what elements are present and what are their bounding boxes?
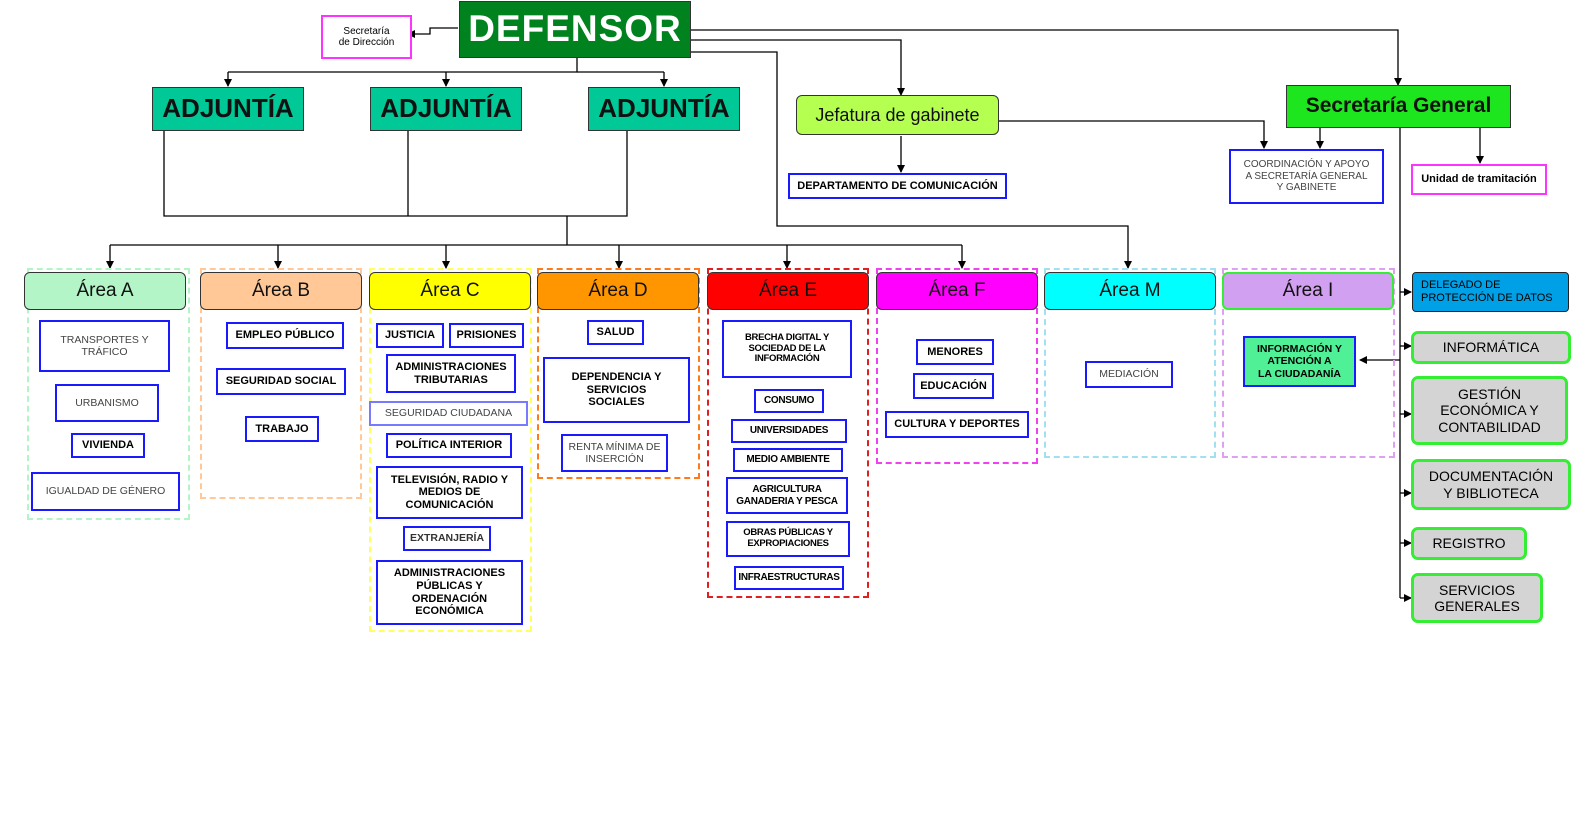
unit-documentacion-biblioteca: DOCUMENTACIÓN Y BIBLIOTECA [1411, 459, 1571, 510]
area-e-header: Área E [707, 272, 869, 310]
unit-seguridad-ciudadana: SEGURIDAD CIUDADANA [369, 401, 528, 426]
area-f-header: Área F [876, 272, 1038, 310]
unit-mediacion: MEDIACIÓN [1085, 361, 1173, 388]
unit-obras-publicas: OBRAS PÚBLICAS Y EXPROPIACIONES [726, 521, 850, 557]
unit-medio-ambiente: MEDIO AMBIENTE [733, 448, 843, 472]
unit-menores: MENORES [916, 339, 994, 365]
coordinacion-apoyo-box: COORDINACIÓN Y APOYO A SECRETARÍA GENERA… [1229, 149, 1384, 204]
unit-igualdad-genero: IGUALDAD DE GÉNERO [31, 472, 180, 511]
area-a-header: Área A [24, 272, 186, 310]
area-d-header: Área D [537, 272, 699, 310]
unit-vivienda: VIVIENDA [71, 433, 145, 458]
unit-prisiones: PRISIONES [449, 323, 524, 348]
unit-universidades: UNIVERSIDADES [731, 419, 847, 443]
unit-renta-minima: RENTA MÍNIMA DE INSERCIÓN [561, 434, 668, 472]
unit-infraestructuras: INFRAESTRUCTURAS [734, 566, 844, 590]
unit-empleo-publico: EMPLEO PÚBLICO [226, 322, 344, 349]
unit-gestion-economica: GESTIÓN ECONÓMICA Y CONTABILIDAD [1411, 376, 1568, 445]
area-c-zone [369, 268, 532, 632]
area-i-zone [1222, 268, 1395, 458]
adjuntia-1: ADJUNTÍA [152, 87, 304, 131]
adjuntia-3: ADJUNTÍA [588, 87, 740, 131]
area-e-zone [707, 268, 869, 598]
unit-television-radio: TELEVISIÓN, RADIO Y MEDIOS DE COMUNICACI… [376, 466, 523, 519]
adjuntia-2: ADJUNTÍA [370, 87, 522, 131]
unit-politica-interior: POLÍTICA INTERIOR [386, 433, 512, 458]
secretaria-general-box: Secretaría General [1286, 85, 1511, 128]
unit-seguridad-social: SEGURIDAD SOCIAL [216, 368, 346, 395]
unit-administraciones-tributarias: ADMINISTRACIONES TRIBUTARIAS [386, 354, 516, 393]
area-b-zone [200, 268, 362, 499]
area-m-zone [1044, 268, 1216, 458]
unit-cultura-deportes: CULTURA Y DEPORTES [885, 411, 1029, 438]
unit-justicia: JUSTICIA [376, 323, 444, 348]
area-i-header: Área I [1222, 272, 1394, 310]
area-d-zone [537, 268, 700, 479]
unit-urbanismo: URBANISMO [55, 384, 159, 422]
unit-transportes: TRANSPORTES Y TRÁFICO [39, 320, 170, 372]
defensor-box: DEFENSOR [459, 1, 691, 58]
unit-informacion-atencion: INFORMACIÓN Y ATENCIÓN A LA CIUDADANÍA [1243, 336, 1356, 387]
unit-dependencia-servicios-sociales: DEPENDENCIA Y SERVICIOS SOCIALES [543, 357, 690, 423]
delegado-proteccion-datos: DELEGADO DE PROTECCIÓN DE DATOS [1412, 272, 1569, 312]
defensor-title: DEFENSOR [468, 8, 682, 50]
unit-servicios-generales: SERVICIOS GENERALES [1411, 573, 1543, 623]
unit-brecha-digital: BRECHA DIGITAL Y SOCIEDAD DE LA INFORMAC… [722, 320, 852, 378]
unidad-tramitacion-box: Unidad de tramitación [1411, 164, 1547, 195]
unit-registro: REGISTRO [1411, 527, 1527, 560]
secretaria-direccion-box: Secretaría de Dirección [321, 15, 412, 59]
unit-salud: SALUD [587, 320, 644, 345]
area-f-zone [876, 268, 1038, 464]
departamento-comunicacion-box: DEPARTAMENTO DE COMUNICACIÓN [788, 173, 1007, 199]
jefatura-gabinete-box: Jefatura de gabinete [796, 95, 999, 135]
unit-extranjeria: EXTRANJERÍA [403, 526, 491, 551]
unit-informatica: INFORMÁTICA [1411, 331, 1571, 364]
unit-administraciones-publicas: ADMINISTRACIONES PÚBLICAS Y ORDENACIÓN E… [376, 560, 523, 625]
area-b-header: Área B [200, 272, 362, 310]
unit-agricultura: AGRICULTURA GANADERIA Y PESCA [726, 477, 848, 514]
unit-trabajo: TRABAJO [245, 416, 319, 442]
area-a-zone [27, 268, 190, 520]
unit-consumo: CONSUMO [754, 389, 824, 413]
area-m-header: Área M [1044, 272, 1216, 310]
unit-educacion: EDUCACIÓN [913, 373, 994, 399]
area-c-header: Área C [369, 272, 531, 310]
